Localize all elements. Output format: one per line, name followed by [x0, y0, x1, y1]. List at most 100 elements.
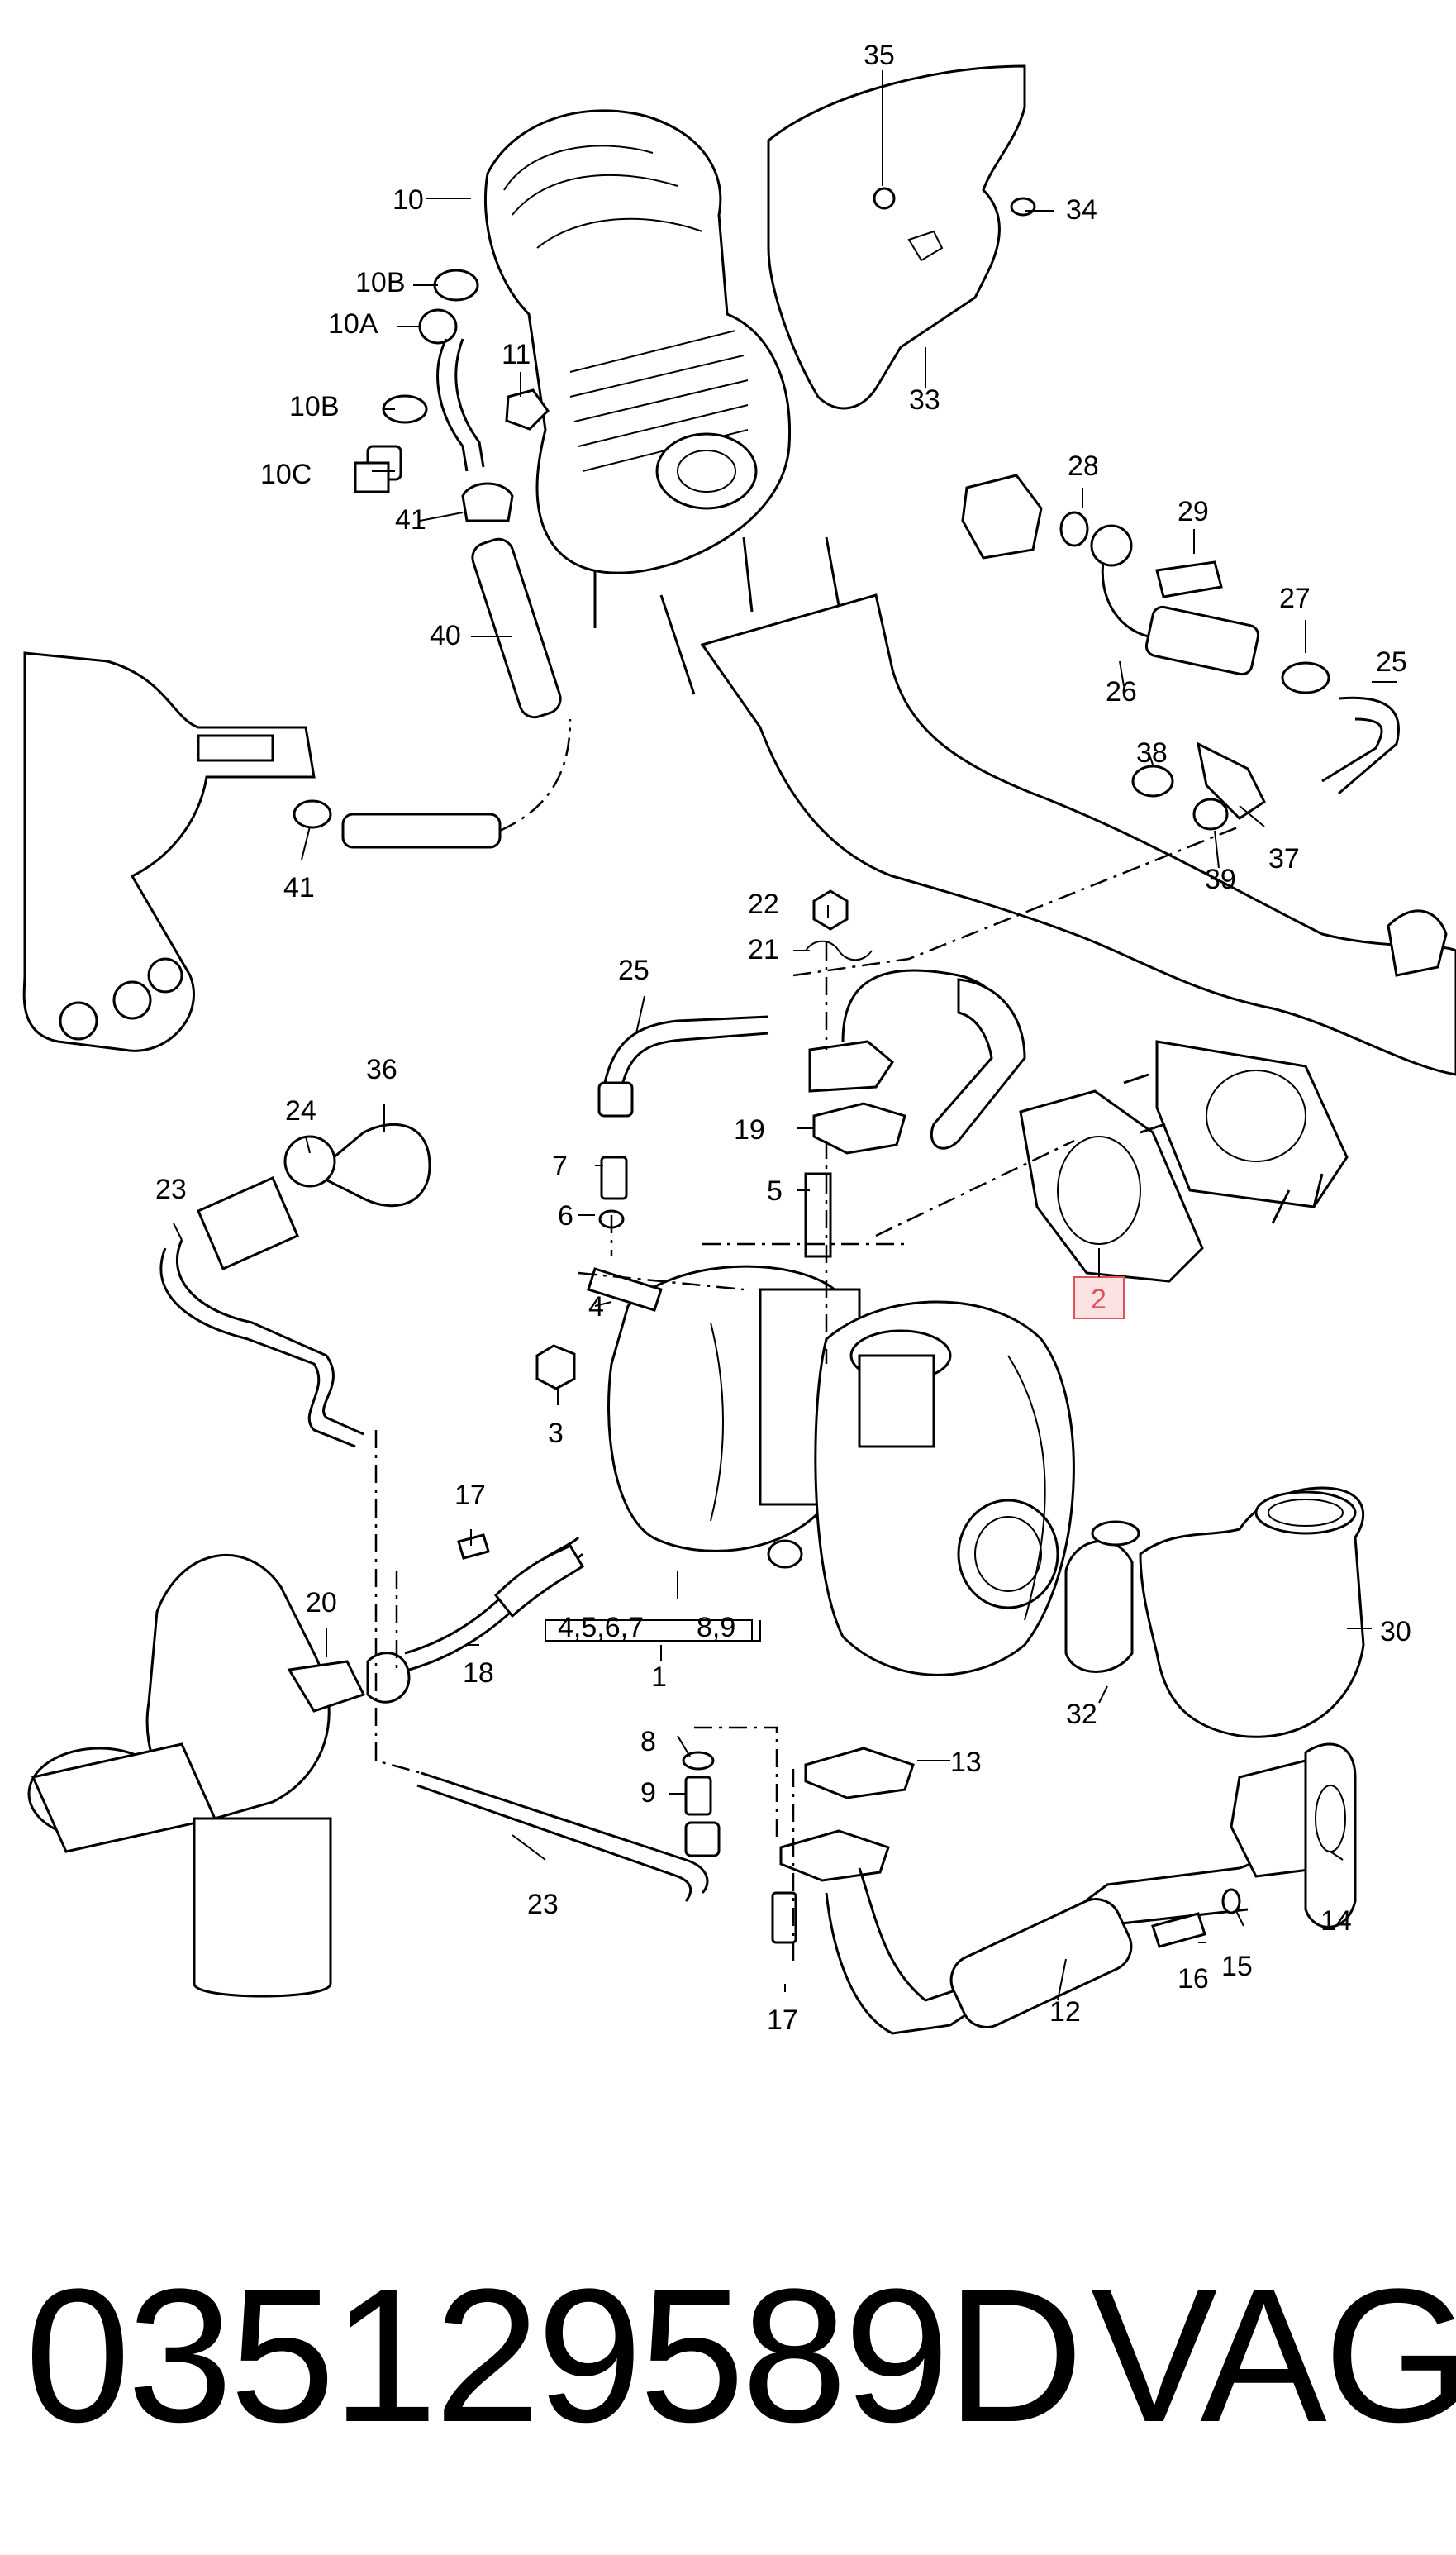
gasket-13 [804, 1747, 915, 1799]
callout-10c: 10C [260, 459, 312, 490]
callout-21: 21 [748, 934, 779, 965]
stud-17b [771, 1891, 797, 1944]
callout-19: 19 [734, 1114, 765, 1146]
hose-18 [493, 1544, 585, 1618]
gasket-19 [812, 1102, 906, 1155]
callout-10b-a: 10B [355, 267, 406, 298]
callout-9: 9 [640, 1777, 656, 1809]
seal-8 [682, 1751, 715, 1771]
callout-17-a: 17 [454, 1480, 486, 1511]
callout-23-a: 23 [155, 1174, 187, 1205]
callout-27: 27 [1279, 583, 1311, 614]
gasket-2 [1019, 1089, 1204, 1283]
union-9 [684, 1776, 712, 1816]
intake-manifold [22, 651, 316, 1052]
nut-22 [812, 889, 849, 931]
seal-28 [1059, 511, 1089, 547]
callout-23-b: 23 [527, 1889, 559, 1920]
pipe-23 [159, 1247, 356, 1448]
callout-12: 12 [1049, 1996, 1081, 2028]
callout-group-89: 8,9 [697, 1612, 735, 1643]
clamp-41 [461, 482, 514, 522]
union-7 [600, 1156, 628, 1200]
callout-16: 16 [1178, 1963, 1209, 1995]
nut-39 [1192, 798, 1229, 831]
ring-32 [1064, 1540, 1134, 1673]
callout-34: 34 [1066, 194, 1097, 226]
callout-15: 15 [1221, 1951, 1253, 1982]
flange-13b [779, 1829, 890, 1882]
callout-37: 37 [1268, 843, 1300, 875]
hose-section [341, 813, 502, 849]
callout-2: 2 [1091, 1284, 1106, 1315]
callout-25-a: 25 [1376, 646, 1407, 678]
callout-17-b: 17 [767, 2004, 798, 2036]
hose-23 [197, 1176, 299, 1270]
callout-41-a: 41 [395, 504, 426, 536]
callout-14: 14 [1320, 1905, 1352, 1937]
studs [593, 536, 845, 695]
callout-10: 10 [393, 184, 424, 216]
callout-10b-b: 10B [289, 391, 340, 422]
callout-35: 35 [864, 40, 895, 71]
callout-7: 7 [552, 1151, 568, 1182]
part-caption: 035129589D VAG [25, 2232, 1456, 2480]
brand-name: VAG [1091, 2249, 1456, 2462]
bolt-16 [1151, 1912, 1206, 1948]
callout-32: 32 [1066, 1699, 1097, 1730]
bracket-37 [1196, 741, 1266, 820]
callout-3: 3 [548, 1418, 564, 1449]
outlet-elbow [1139, 1486, 1365, 1738]
exhaust-manifold [700, 593, 1456, 1076]
hose-26 [1144, 605, 1260, 676]
callout-29: 29 [1178, 496, 1209, 527]
callout-33: 33 [909, 384, 940, 416]
callout-26: 26 [1106, 676, 1137, 708]
callout-40: 40 [430, 620, 461, 651]
turbocharger [607, 1265, 1075, 1676]
callout-10a: 10A [328, 308, 378, 340]
callout-20: 20 [306, 1587, 337, 1618]
housing-36 [312, 1123, 431, 1208]
callout-28: 28 [1068, 450, 1099, 482]
callout-6: 6 [558, 1200, 573, 1232]
callout-24: 24 [285, 1095, 316, 1127]
bolt-29 [1155, 560, 1223, 598]
nut-11 [505, 388, 550, 431]
callout-1: 1 [651, 1661, 667, 1693]
callout-13: 13 [950, 1747, 982, 1778]
oil-feed-pipe [597, 969, 1026, 1150]
clamp-27 [1281, 661, 1330, 694]
bolt-17a [457, 1533, 490, 1560]
hose-25a [1321, 696, 1400, 795]
callout-11: 11 [502, 339, 531, 370]
callout-group-4567: 4,5,6,7 [558, 1612, 644, 1643]
exhaust-pipe-12 [825, 1742, 1357, 2035]
banjo-18 [366, 1652, 411, 1704]
callout-5: 5 [767, 1175, 783, 1207]
callout-38: 38 [1136, 737, 1168, 769]
callout-22: 22 [748, 889, 779, 920]
oil-line-10a [354, 269, 485, 493]
heat-shield [767, 64, 1026, 410]
cylinder-assembly [484, 109, 792, 574]
nut-3 [535, 1344, 576, 1390]
clamp-32 [1091, 1520, 1140, 1547]
clamp-24 [283, 1135, 336, 1188]
callout-30: 30 [1380, 1616, 1411, 1647]
callout-4: 4 [588, 1291, 604, 1323]
flange-28 [961, 474, 1043, 560]
hose-40 [471, 537, 562, 719]
callout-18: 18 [463, 1657, 494, 1689]
washer-34 [1010, 197, 1036, 217]
stud-4 [587, 1267, 663, 1312]
callout-41-b: 41 [283, 872, 315, 903]
callout-8: 8 [640, 1726, 656, 1757]
oil-filter-housing [27, 1553, 366, 1998]
washer-21 [805, 940, 873, 961]
stud-5 [804, 1172, 832, 1258]
washer-15 [1221, 1888, 1241, 1914]
part-number: 035129589D [25, 2249, 1083, 2462]
